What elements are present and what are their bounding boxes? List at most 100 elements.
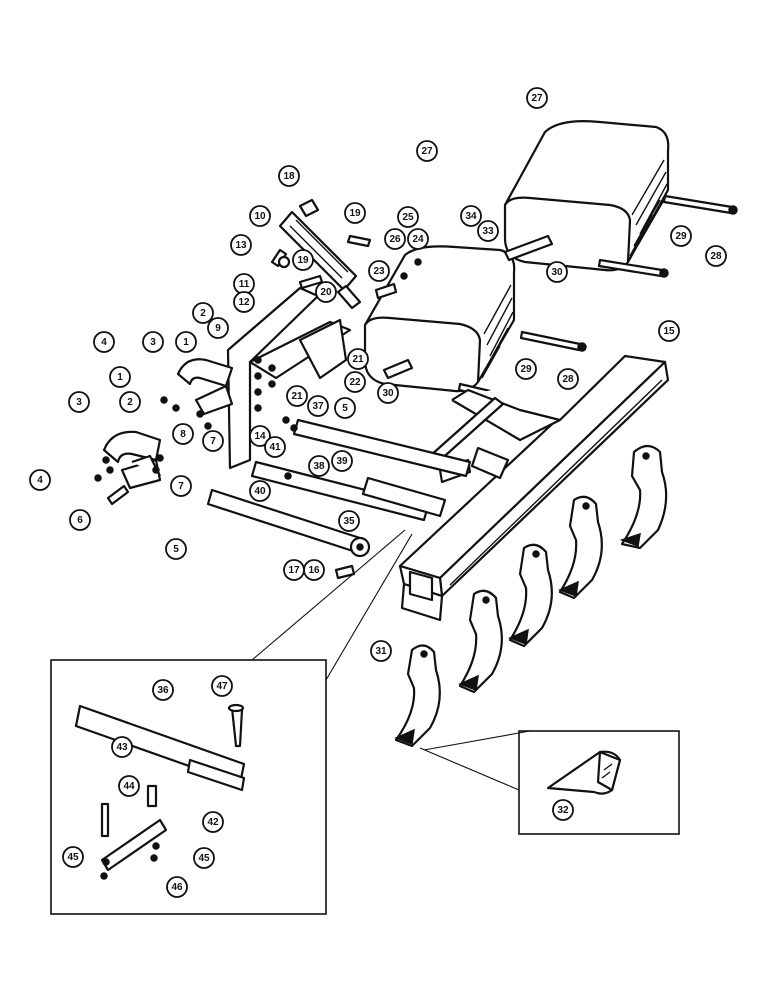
callout-balloon (315, 281, 337, 303)
callout-balloon (152, 679, 174, 701)
weight-shaft (382, 234, 554, 380)
callout-43: 43 (111, 736, 133, 758)
callout-number: 18 (283, 171, 295, 182)
callout-9: 9 (207, 317, 229, 339)
callout-35: 35 (338, 510, 360, 532)
callout-1: 1 (109, 366, 131, 388)
inset-pointers (251, 529, 531, 791)
callout-balloon (142, 331, 164, 353)
callout-number: 39 (336, 456, 348, 467)
callout-balloon (407, 228, 429, 250)
callout-balloon (69, 509, 91, 531)
callout-balloon (416, 140, 438, 162)
callout-46: 46 (166, 876, 188, 898)
callout-number: 24 (412, 234, 424, 245)
callout-balloon (705, 245, 727, 267)
callout-25: 25 (397, 206, 419, 228)
callout-balloon (552, 799, 574, 821)
u-clamp-lower (102, 430, 162, 490)
callout-31: 31 (370, 640, 392, 662)
callout-number: 4 (37, 475, 43, 486)
callout-28: 28 (705, 245, 727, 267)
callout-8: 8 (172, 423, 194, 445)
callout-balloon (658, 320, 680, 342)
callout-balloon (546, 261, 568, 283)
callout-6: 6 (69, 509, 91, 531)
callout-number: 21 (352, 354, 364, 365)
callout-layer: 1122334455677891011121314151617181919202… (29, 87, 727, 898)
callout-number: 2 (127, 397, 133, 408)
callout-19: 19 (344, 202, 366, 224)
callout-number: 44 (123, 781, 135, 792)
callout-1: 1 (175, 331, 197, 353)
callout-27: 27 (526, 87, 548, 109)
callout-balloon (175, 331, 197, 353)
callout-number: 12 (238, 297, 250, 308)
callout-balloon (111, 736, 133, 758)
callout-balloon (170, 475, 192, 497)
callout-balloon (344, 371, 366, 393)
callout-number: 14 (254, 431, 266, 442)
callout-23: 23 (368, 260, 390, 282)
callout-balloon (202, 430, 224, 452)
callout-balloon (62, 846, 84, 868)
callout-balloon (166, 876, 188, 898)
callout-18: 18 (278, 165, 300, 187)
callout-number: 7 (178, 481, 184, 492)
callout-balloon (119, 391, 141, 413)
callout-balloon (93, 331, 115, 353)
callout-number: 13 (235, 240, 247, 251)
callout-number: 38 (313, 461, 325, 472)
callout-number: 47 (216, 681, 228, 692)
callout-balloon (477, 220, 499, 242)
callout-21: 21 (347, 348, 369, 370)
callout-balloon (338, 510, 360, 532)
callout-10: 10 (249, 205, 271, 227)
callout-balloon (292, 249, 314, 271)
callout-number: 40 (254, 486, 266, 497)
callout-balloon (286, 385, 308, 407)
callout-number: 3 (150, 337, 156, 348)
u-clamp-upper (176, 358, 234, 416)
callout-16: 16 (303, 559, 325, 581)
callout-number: 33 (482, 226, 494, 237)
callout-number: 19 (349, 208, 361, 219)
callout-number: 19 (297, 255, 309, 266)
mounting-bracket (226, 286, 352, 470)
callout-number: 29 (520, 364, 532, 375)
callout-balloon (264, 436, 286, 458)
callout-number: 29 (675, 231, 687, 242)
callout-balloon (331, 450, 353, 472)
callout-38: 38 (308, 455, 330, 477)
callout-30: 30 (546, 261, 568, 283)
callout-15: 15 (658, 320, 680, 342)
callout-balloon (68, 391, 90, 413)
inset-tooth-detail (518, 730, 680, 835)
callout-47: 47 (211, 675, 233, 697)
callout-number: 1 (117, 372, 123, 383)
callout-number: 25 (402, 212, 414, 223)
callout-12: 12 (233, 291, 255, 313)
callout-32: 32 (552, 799, 574, 821)
callout-number: 31 (375, 646, 387, 657)
callout-7: 7 (202, 430, 224, 452)
callout-45: 45 (62, 846, 84, 868)
callout-number: 21 (291, 391, 303, 402)
callout-33: 33 (477, 220, 499, 242)
callout-balloon (384, 228, 406, 250)
callout-34: 34 (460, 205, 482, 227)
callout-balloon (29, 469, 51, 491)
callout-balloon (370, 640, 392, 662)
callout-number: 16 (308, 565, 320, 576)
callout-2: 2 (119, 391, 141, 413)
counterweight-right (503, 120, 670, 272)
callout-number: 5 (173, 544, 179, 555)
bracket-hardware (270, 234, 422, 300)
callout-number: 30 (551, 267, 563, 278)
callout-balloon (249, 480, 271, 502)
callout-number: 42 (207, 817, 219, 828)
callout-number: 43 (116, 742, 128, 753)
callout-number: 34 (465, 211, 477, 222)
callout-balloon (249, 425, 271, 447)
callout-balloon (526, 87, 548, 109)
